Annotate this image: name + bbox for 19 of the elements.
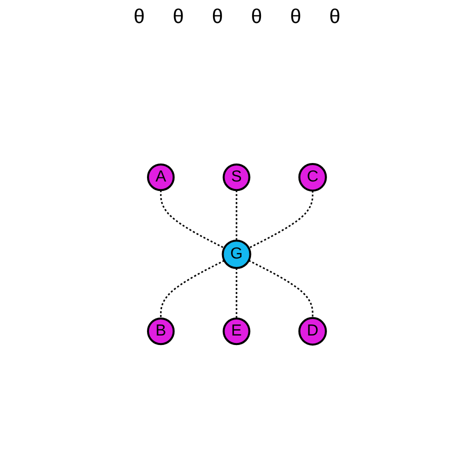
connector: [236, 190, 238, 241]
connector: [248, 190, 314, 249]
node-circle: E: [222, 318, 250, 346]
node-circle: S: [222, 164, 250, 192]
connector: [236, 268, 238, 319]
connector: [248, 260, 314, 318]
angle-label: θ: [212, 6, 223, 29]
node-circle: B: [147, 318, 175, 346]
node-circle: C: [298, 163, 327, 192]
angle-label: θ: [172, 6, 184, 29]
angle-label: θ: [134, 6, 145, 29]
node-circle: D: [298, 317, 327, 346]
node-circle: A: [147, 164, 175, 192]
angle-label: θ: [329, 6, 340, 29]
connector: [160, 260, 225, 319]
connector: [160, 190, 225, 249]
angle-label: θ: [290, 6, 302, 29]
node-circle: G: [222, 240, 252, 270]
angle-label: θ: [251, 6, 262, 29]
